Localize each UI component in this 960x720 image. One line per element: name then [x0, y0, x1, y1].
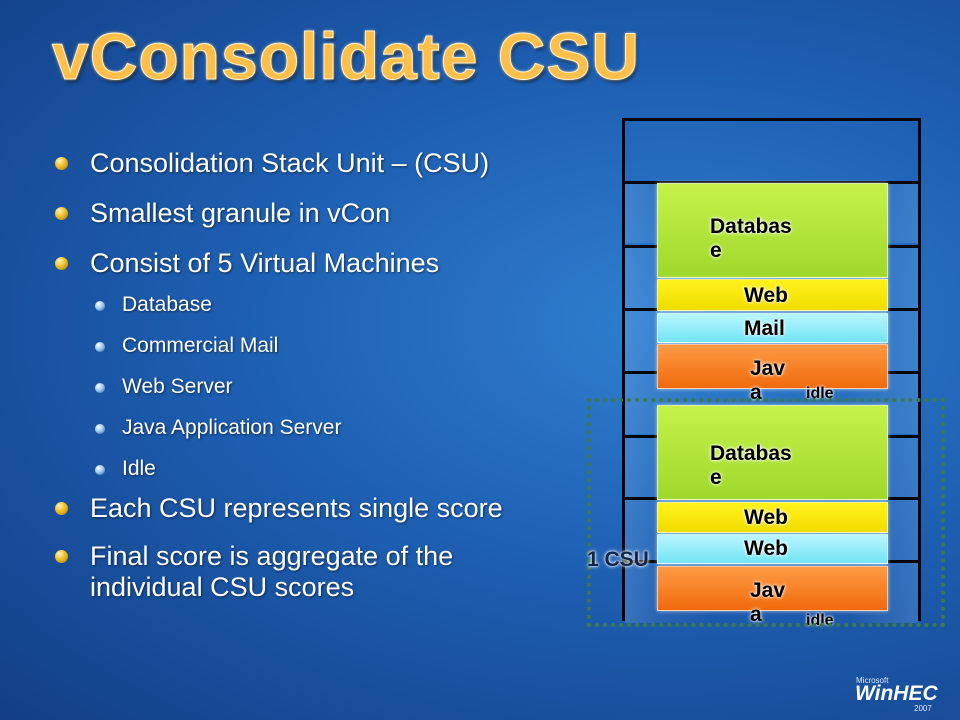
bullet-item: Smallest granule in vCon	[52, 198, 572, 229]
bullet-text: Smallest granule in vCon	[90, 198, 391, 228]
bullet-text: Final score is aggregate of the individu…	[90, 541, 454, 602]
sub-bullet-dot-icon	[95, 301, 105, 311]
bullet-dot-icon	[55, 550, 68, 563]
vm-label-web-2: Web	[744, 537, 788, 560]
vm-block-java: Jav a	[657, 566, 888, 626]
vm-block-database: Databas e	[657, 405, 888, 500]
bullet-text: Consolidation Stack Unit – (CSU)	[90, 148, 490, 178]
sub-bullet-item: Commercial Mail	[52, 334, 572, 358]
vm-label-web: Web	[744, 506, 788, 529]
sub-bullet-dot-icon	[95, 465, 105, 475]
vm-label-database: Databas e	[710, 442, 792, 489]
vm-label-web: Web	[744, 284, 788, 307]
vm-block-java: Jav a	[657, 344, 888, 404]
sub-bullet-item: Idle	[52, 457, 572, 481]
sub-bullet-item: Database	[52, 293, 572, 317]
logo-name: WinHEC	[855, 682, 938, 705]
sub-bullet-item: Java Application Server	[52, 416, 572, 440]
bullet-item: Consist of 5 Virtual Machines	[52, 248, 572, 279]
sub-bullet-dot-icon	[95, 424, 105, 434]
bullet-dot-icon	[55, 502, 68, 515]
bullet-dot-icon	[55, 207, 68, 220]
sub-bullet-text: Web Server	[122, 375, 233, 398]
stack-divider	[622, 181, 921, 184]
sub-bullet-text: Database	[122, 293, 212, 316]
logo-brand: Microsoft	[856, 676, 889, 685]
logo-year: 2007	[914, 704, 932, 713]
slide-title: vConsolidate CSU	[51, 19, 641, 94]
vm-block-web: Web	[657, 502, 888, 533]
bullet-item: Consolidation Stack Unit – (CSU)	[52, 148, 572, 179]
vm-label-java: Jav a	[750, 579, 786, 626]
sub-bullet-text: Java Application Server	[122, 416, 342, 439]
bullet-item: Each CSU represents single score	[52, 493, 572, 524]
bullet-text: Each CSU represents single score	[90, 493, 503, 523]
bullet-dot-icon	[55, 157, 68, 170]
server-stack-frame	[622, 118, 921, 621]
vm-block-web: Web	[657, 279, 888, 311]
sub-bullet-item: Web Server	[52, 375, 572, 399]
bullet-dot-icon	[55, 257, 68, 270]
vm-block-mail: Mail	[657, 313, 888, 343]
vm-block-web-2: Web	[657, 534, 888, 564]
vm-label-mail: Mail	[744, 317, 785, 340]
sub-bullet-text: Idle	[122, 457, 156, 480]
sub-bullet-text: Commercial Mail	[122, 334, 279, 357]
winhec-logo: Microsoft WinHEC 2007	[850, 676, 950, 713]
bullet-list: Consolidation Stack Unit – (CSU) Smalles…	[52, 148, 572, 603]
sub-bullet-dot-icon	[95, 383, 105, 393]
bullet-text: Consist of 5 Virtual Machines	[90, 248, 440, 278]
vm-label-database: Databas e	[710, 215, 792, 262]
bullet-item: Final score is aggregate of the individu…	[52, 541, 572, 603]
sub-bullet-dot-icon	[95, 342, 105, 352]
vm-block-database: Databas e	[657, 183, 888, 278]
vm-label-java: Jav a	[750, 357, 786, 404]
vm-label-idle: idle	[806, 385, 834, 402]
csu-outline	[587, 398, 945, 627]
csu-label: 1 CSU	[587, 548, 649, 571]
